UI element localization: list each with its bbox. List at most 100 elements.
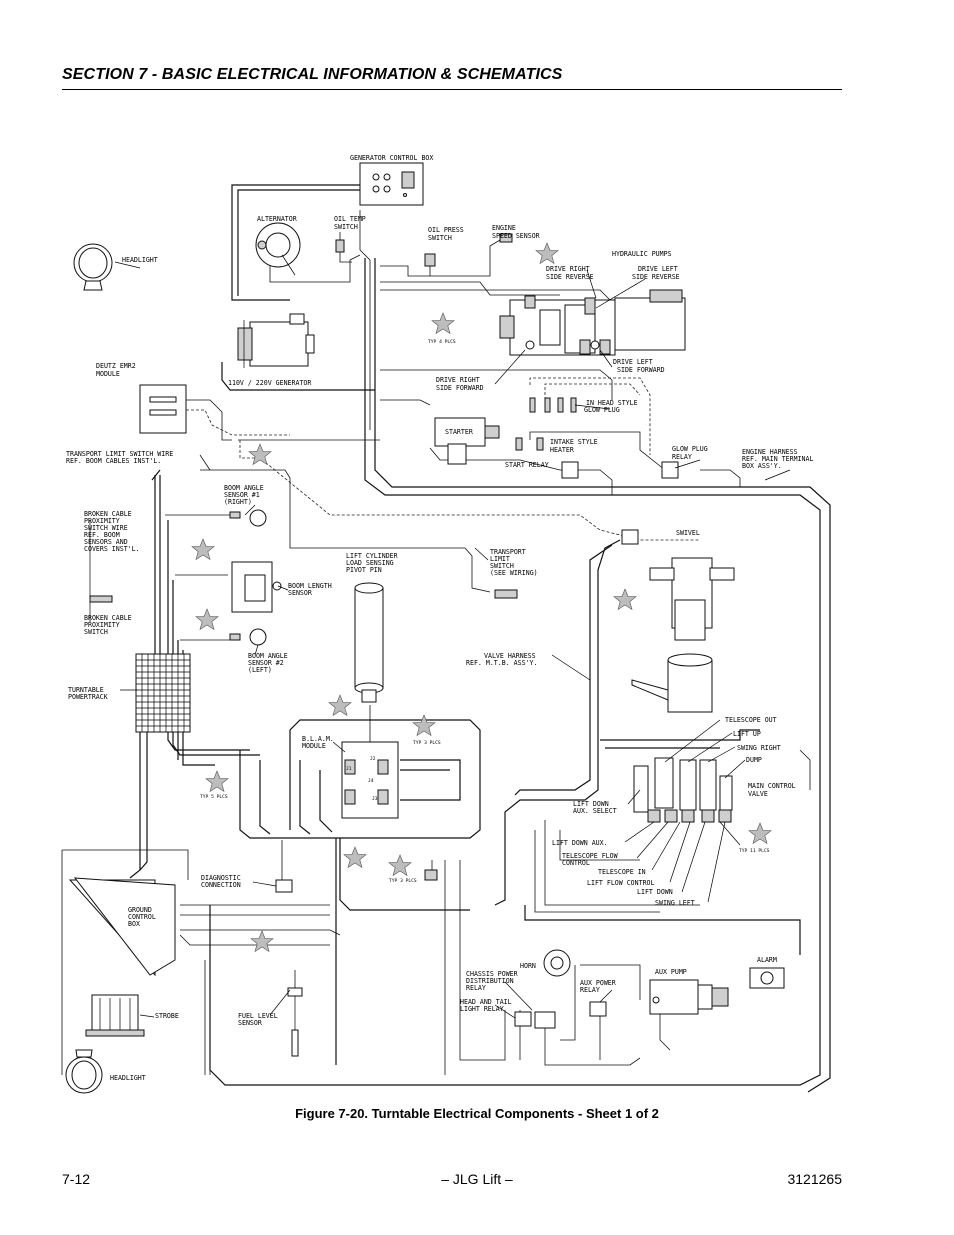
label-transport-switch-4: (SEE WIRING) [490, 569, 538, 577]
label-lift-down-aux-2: AUX. SELECT [573, 807, 617, 815]
label-lift-down-aux-1: LIFT DOWN [573, 800, 609, 808]
label-generator-control-box: GENERATOR CONTROL BOX [350, 154, 433, 162]
label-typ-5: TYP 5 PLCS [200, 794, 228, 800]
label-fuel-2: SENSOR [238, 1019, 262, 1027]
oil-press-switch [424, 253, 436, 267]
label-drive-right-rev-2: SIDE REVERSE [546, 273, 594, 281]
horn [543, 949, 571, 977]
headlight-bottom [65, 1049, 103, 1094]
label-broken-sw-3: SWITCH [84, 628, 108, 636]
boom-length-sensor [231, 561, 282, 613]
transport-limit-switch [494, 589, 518, 599]
label-blam-j4: J4 [368, 778, 374, 784]
label-transport-switch-3: SWITCH [490, 562, 514, 570]
110v-generator [237, 313, 315, 368]
turntable-powertrack [135, 653, 191, 733]
label-aux-relay-1: AUX POWER [580, 979, 616, 987]
label-boom-angle-l-2: SENSOR #2 [248, 659, 284, 667]
connector-plug [424, 869, 438, 881]
label-drive-right-fwd-1: DRIVE RIGHT [436, 376, 480, 384]
label-valve-harness-2: REF. M.T.B. ASS'Y. [466, 659, 537, 667]
label-boom-angle-l-3: (LEFT) [248, 666, 272, 674]
label-glow-relay-2: RELAY [672, 453, 692, 461]
aux-power-relay [589, 1001, 607, 1017]
label-in-head-1: IN HEAD STYLE [586, 399, 638, 407]
label-broken-ref-5: SENSORS AND [84, 538, 128, 546]
label-lift-cyl-3: PIVOT PIN [346, 566, 382, 574]
label-broken-ref-4: REF. BOOM [84, 531, 120, 539]
label-aux-relay-2: RELAY [580, 986, 600, 994]
label-boom-angle-r-1: BOOM ANGLE [224, 484, 264, 492]
label-broken-sw-1: BROKEN CABLE [84, 614, 132, 622]
label-oil-press: OIL PRESS [428, 226, 464, 234]
label-oil-press-switch: SWITCH [428, 234, 452, 242]
label-engine: ENGINE [492, 224, 516, 232]
label-engine-harness-3: BOX ASS'Y. [742, 462, 782, 470]
label-hydraulic-pumps: HYDRAULIC PUMPS [612, 250, 672, 258]
label-drive-left-fwd-2: SIDE FORWARD [617, 366, 665, 374]
label-main-valve-2: VALVE [748, 790, 768, 798]
label-drive-left-rev-1: DRIVE LEFT [638, 265, 678, 273]
label-headlight-top: HEADLIGHT [122, 256, 158, 264]
label-tele-flow-2: CONTROL [562, 859, 590, 867]
header-rule [62, 89, 842, 90]
label-blam-1: B.L.A.M. [302, 735, 334, 743]
label-drive-right-fwd-2: SIDE FORWARD [436, 384, 484, 392]
leader-lines [89, 254, 791, 1019]
aux-pump [649, 979, 729, 1015]
label-broken-ref-1: BROKEN CABLE [84, 510, 132, 518]
starter [434, 417, 500, 465]
deutz-emr2-module [139, 384, 187, 434]
label-start-relay: START RELAY [505, 461, 549, 469]
label-intake-2: HEATER [550, 446, 574, 454]
label-blam-j1: J1 [346, 766, 352, 772]
label-boom-angle-l-1: BOOM ANGLE [248, 652, 288, 660]
label-diag-2: CONNECTION [201, 881, 241, 889]
label-headlight-bottom: HEADLIGHT [110, 1074, 146, 1082]
footer-page-number: 7-12 [62, 1171, 91, 1187]
oil-temp-switch [335, 239, 345, 253]
label-chassis-3: RELAY [466, 984, 486, 992]
footer-center: – JLG Lift – [441, 1171, 513, 1187]
label-telescope-out: TELESCOPE OUT [725, 716, 777, 724]
intake-heater [515, 437, 544, 451]
label-deutz-2: MODULE [96, 370, 120, 378]
diagnostic-connection [275, 879, 293, 893]
label-deutz-1: DEUTZ EMR2 [96, 362, 136, 370]
label-diag-1: DIAGNOSTIC [201, 874, 241, 882]
label-alarm: ALARM [757, 956, 777, 964]
head-tail-relay [514, 1011, 532, 1027]
label-lift-up: LIFT UP [733, 730, 761, 738]
label-swing-right: SWING RIGHT [737, 744, 781, 752]
label-horn: HORN [520, 962, 536, 970]
label-typ-4: TYP 4 PLCS [428, 339, 456, 345]
hydraulic-pumps [499, 289, 686, 356]
label-boom-length-2: SENSOR [288, 589, 312, 597]
label-typ-3-a: TYP 3 PLCS [413, 740, 441, 746]
label-strobe: STROBE [155, 1012, 179, 1020]
alternator [255, 222, 301, 268]
label-swivel: SWIVEL [676, 529, 700, 537]
generator-control-box [359, 162, 424, 206]
boom-angle-sensor-left [229, 628, 267, 646]
section-title: SECTION 7 - BASIC ELECTRICAL INFORMATION… [62, 66, 563, 83]
strobe [85, 994, 145, 1037]
footer-doc-number: 3121265 [787, 1171, 842, 1187]
label-drive-left-rev-2: SIDE REVERSE [632, 273, 680, 281]
label-chassis-1: CHASSIS POWER [466, 970, 518, 978]
label-blam-2: MODULE [302, 742, 326, 750]
label-transport-wire-2: REF. BOOM CABLES INST'L. [66, 457, 161, 465]
main-control-valve [633, 757, 733, 823]
label-broken-sw-2: PROXIMITY [84, 621, 120, 629]
label-fuel-1: FUEL LEVEL [238, 1012, 278, 1020]
label-generator-110: 110V / 220V GENERATOR [228, 379, 311, 387]
lift-cylinder-pin [354, 582, 384, 703]
ground-control-box [68, 877, 176, 977]
engine-speed-sensor [499, 233, 513, 243]
headlight-top [73, 243, 113, 291]
glow-plugs [529, 397, 577, 413]
label-powertrack-1: TURNTABLE [68, 686, 104, 694]
label-blam-j3: J3 [372, 796, 378, 802]
label-swing-left: SWING LEFT [655, 899, 695, 907]
component-labels: GENERATOR CONTROL BOX ALTERNATOR OIL TEM… [66, 154, 813, 1082]
